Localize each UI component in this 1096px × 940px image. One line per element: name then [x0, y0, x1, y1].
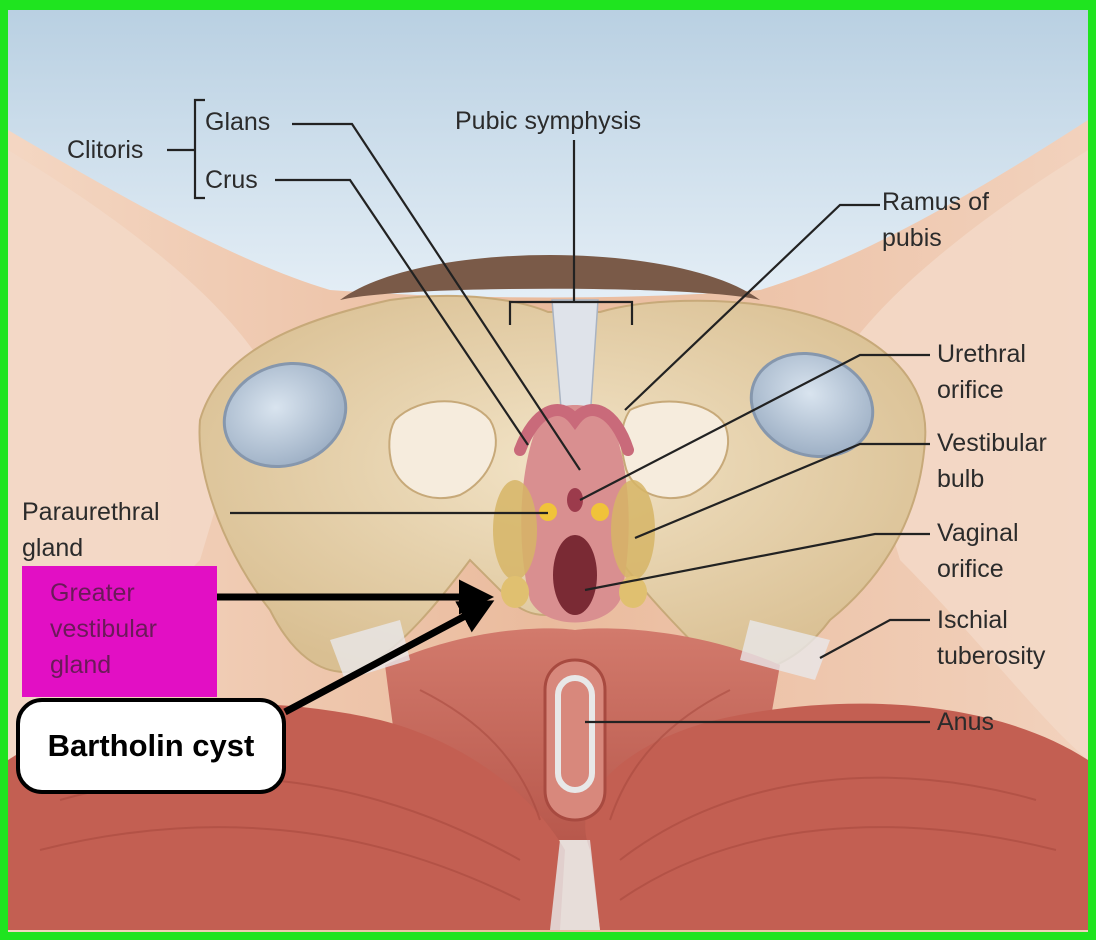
greater-vestibular-gland-left: [501, 576, 529, 608]
label-anus: Anus: [937, 704, 994, 740]
label-vaginal-orifice: Vaginal orifice: [937, 515, 1019, 587]
vestibular-bulb-right: [611, 480, 655, 580]
label-paraurethral-gland: Paraurethral gland: [22, 494, 160, 566]
vestibular-bulb-left: [493, 480, 537, 580]
label-urethral-orifice: Urethral orifice: [937, 336, 1026, 408]
vaginal-orifice-shape: [553, 535, 597, 615]
paraurethral-gland-shape-right: [591, 503, 609, 521]
label-clitoris: Clitoris: [67, 132, 143, 168]
label-ramus-of-pubis: Ramus of pubis: [882, 184, 989, 256]
label-greater-vestibular-gland: Greater vestibular gland: [50, 575, 157, 683]
label-ischial-tuberosity: Ischial tuberosity: [937, 602, 1045, 674]
anal-sphincter: [545, 660, 605, 820]
label-crus: Crus: [205, 162, 258, 198]
label-pubic-symphysis: Pubic symphysis: [455, 103, 641, 139]
label-vestibular-bulb: Vestibular bulb: [937, 425, 1047, 497]
bartholin-cyst-callout: Bartholin cyst: [16, 698, 286, 794]
label-glans: Glans: [205, 104, 270, 140]
